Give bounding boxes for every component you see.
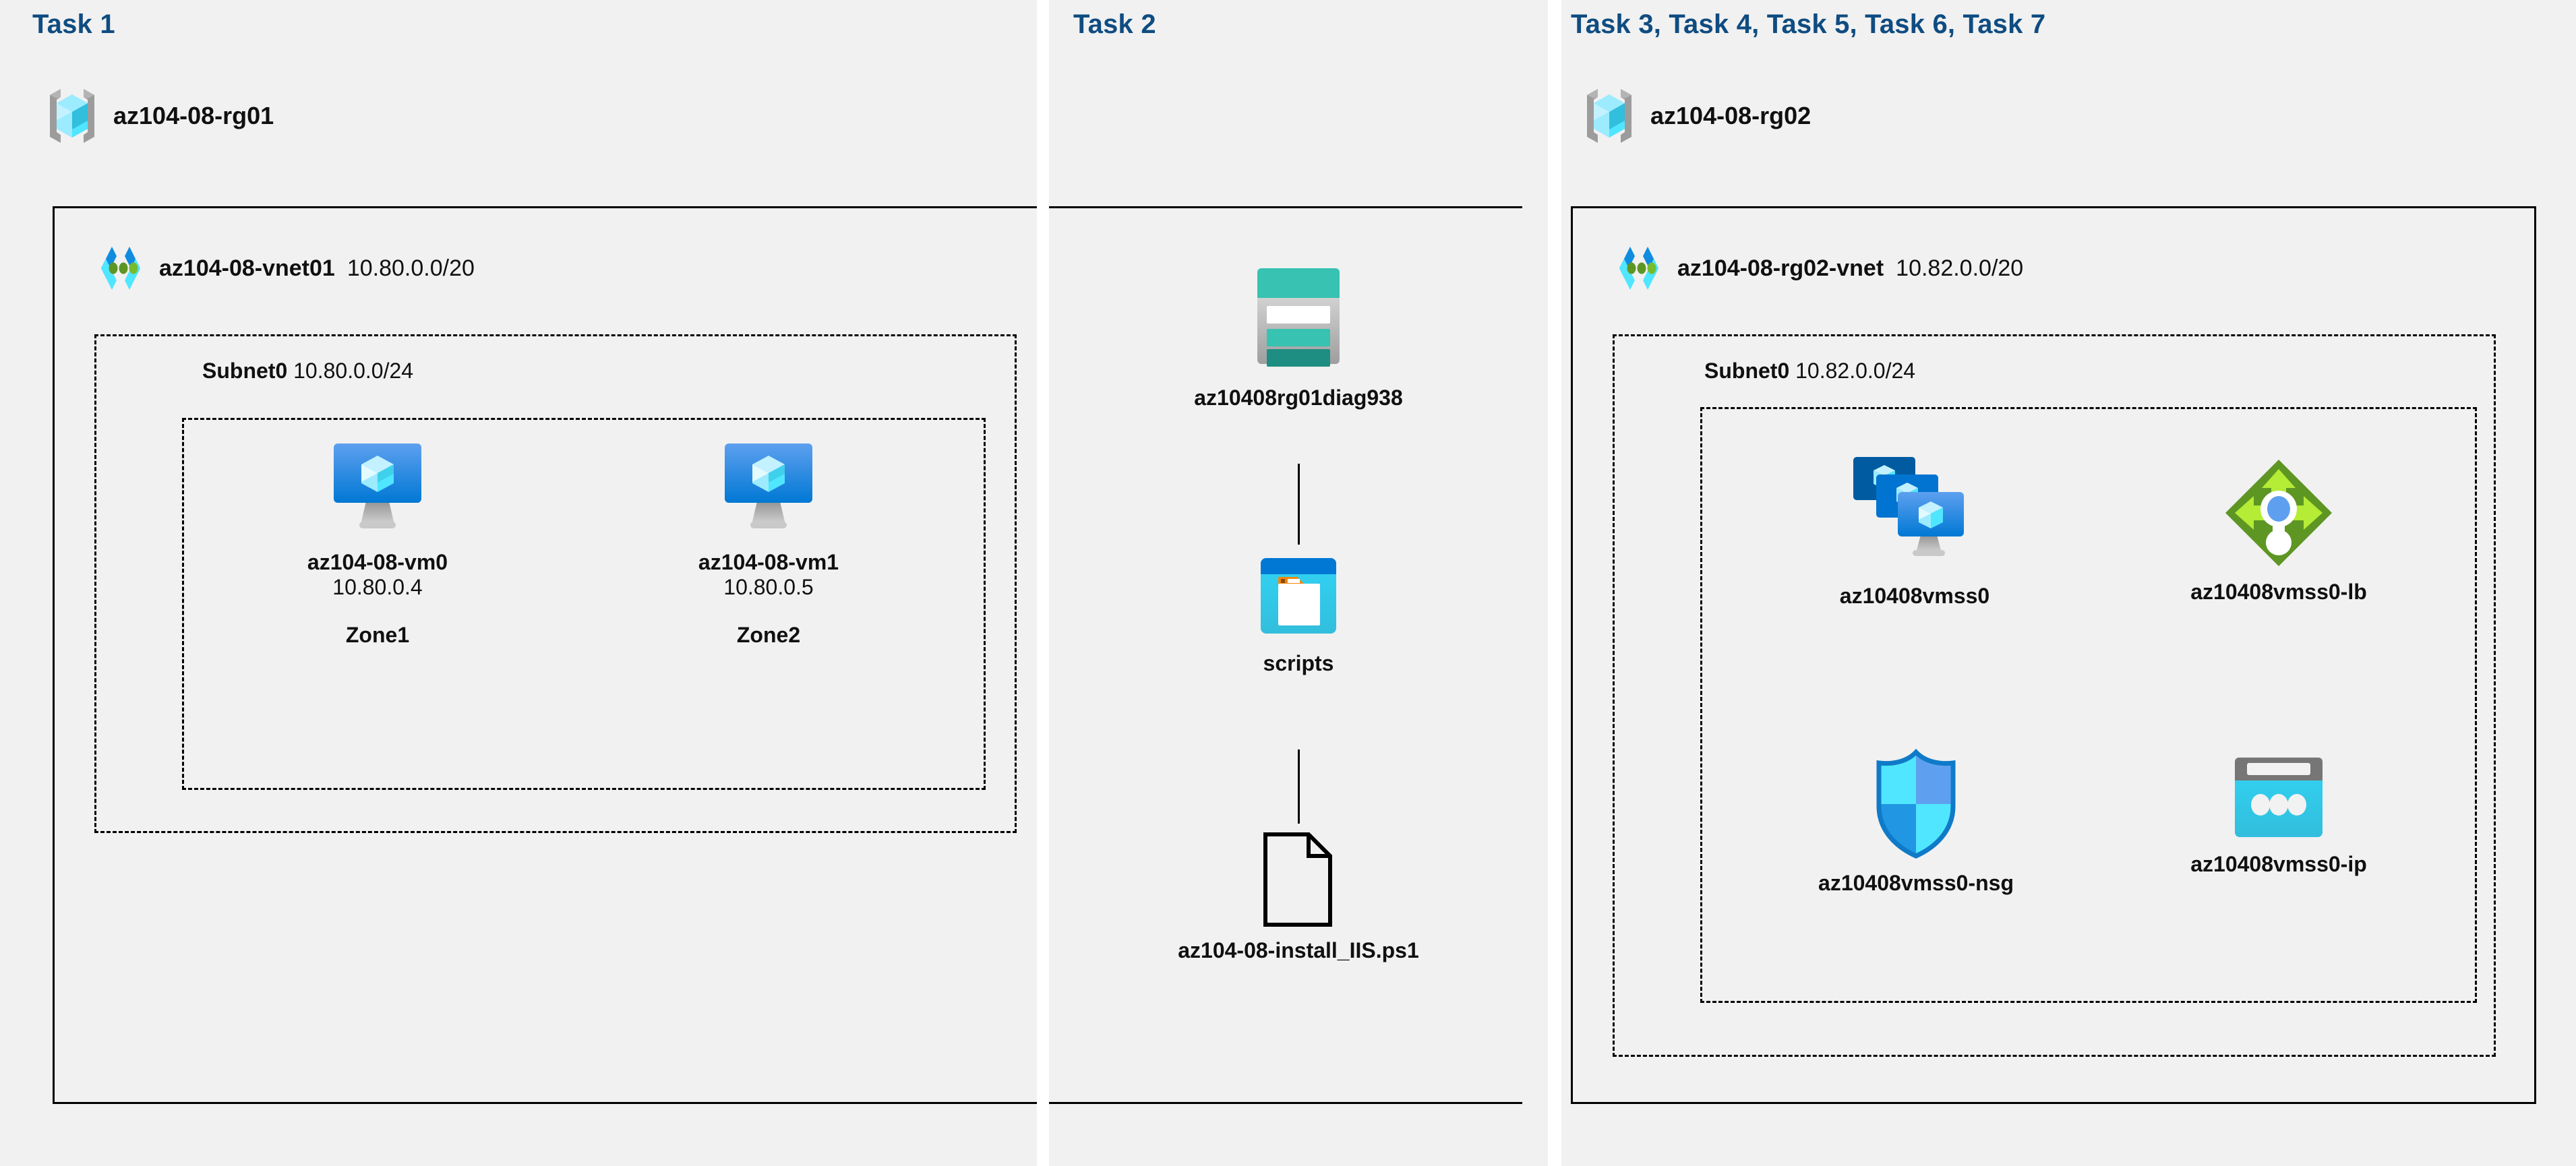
vm-name: az104-08-vm1 — [698, 550, 839, 574]
network-security-group-az10408vmss0-nsg[interactable]: az10408vmss0-nsg — [1747, 747, 2085, 896]
blob-container-name: scripts — [1263, 651, 1334, 675]
resource-group-az104-08-rg01: az104-08-rg01 — [46, 86, 274, 146]
vnet-header-az104-08-rg02-vnet: az104-08-rg02-vnet 10.82.0.0/20 — [1613, 244, 2023, 293]
script-file-icon — [1259, 830, 1338, 929]
resource-group-icon — [46, 86, 98, 146]
vnet-cidr: 10.80.0.0/20 — [347, 255, 475, 281]
panel-task-3-to-7 — [1561, 0, 2576, 1166]
subnet-boundary-left — [94, 334, 1017, 833]
vm-ip-address: 10.80.0.5 — [723, 575, 814, 599]
resource-group-name: az104-08-rg01 — [113, 102, 274, 129]
virtual-network-icon — [94, 244, 147, 293]
task-3-to-7-heading: Task 3, Task 4, Task 5, Task 6, Task 7 — [1571, 9, 2046, 39]
task-2-heading: Task 2 — [1073, 9, 1156, 39]
load-balancer-az10408vmss0-lb[interactable]: az10408vmss0-lb — [2117, 456, 2440, 605]
virtual-machine-icon — [718, 439, 819, 541]
blob-container-scripts[interactable]: scripts — [1197, 555, 1400, 676]
load-balancer-icon — [2221, 456, 2336, 570]
resource-group-icon — [1583, 86, 1636, 146]
vnet-name: az104-08-rg02-vnet — [1677, 255, 1884, 281]
vm-availability-zone: Zone1 — [345, 623, 410, 647]
storage-account-icon — [1241, 262, 1356, 376]
storage-account-az10408rg01diag938[interactable]: az10408rg01diag938 — [1096, 262, 1501, 410]
subnet-name: Subnet0 — [202, 359, 288, 383]
vm-scale-set-name: az10408vmss0 — [1839, 584, 1990, 608]
panel-task-1 — [0, 0, 1037, 1166]
vm-name: az104-08-vm0 — [307, 550, 448, 574]
virtual-machine-az104-08-vm1[interactable]: az104-08-vm1 10.80.0.5 Zone2 — [647, 439, 890, 648]
script-file-az104-08-install-iis[interactable]: az104-08-install_IIS.ps1 — [1076, 830, 1521, 963]
network-security-group-icon — [1865, 747, 1967, 861]
connector-storage-to-container — [1298, 464, 1300, 545]
resource-group-name: az104-08-rg02 — [1650, 102, 1811, 129]
vnet-name: az104-08-vnet01 — [159, 255, 335, 281]
load-balancer-name: az10408vmss0-lb — [2190, 580, 2367, 604]
column-gap-right — [1548, 0, 1561, 1166]
vm-ip-address: 10.80.0.4 — [332, 575, 423, 599]
vnet-boundary-az104-08-rg02-vnet — [1571, 206, 2536, 1104]
blob-container-icon — [1255, 555, 1342, 642]
column-gap-left — [1037, 0, 1049, 1166]
public-ip-address-name: az10408vmss0-ip — [2190, 852, 2367, 876]
vmss-resources-boundary — [1700, 407, 2477, 1003]
network-security-group-name: az10408vmss0-nsg — [1818, 871, 2014, 895]
storage-account-name: az10408rg01diag938 — [1194, 386, 1403, 410]
subnet-name: Subnet0 — [1704, 359, 1790, 383]
connector-container-to-file — [1298, 749, 1300, 824]
subnet-boundary-right — [1613, 334, 2496, 1057]
task-1-heading: Task 1 — [32, 9, 115, 39]
vm-scale-set-icon — [1851, 453, 1979, 574]
vm-scale-set-az10408vmss0[interactable]: az10408vmss0 — [1766, 453, 2063, 609]
public-ip-address-az10408vmss0-ip[interactable]: az10408vmss0-ip — [2130, 755, 2427, 877]
virtual-machine-az104-08-vm0[interactable]: az104-08-vm0 10.80.0.4 Zone1 — [256, 439, 499, 648]
vnet-header-az104-08-vnet01: az104-08-vnet01 10.80.0.0/20 — [94, 244, 475, 293]
subnet-cidr: 10.82.0.0/24 — [1795, 359, 1916, 383]
script-file-name: az104-08-install_IIS.ps1 — [1178, 938, 1419, 962]
vm-availability-zone: Zone2 — [736, 623, 801, 647]
subnet-label-right: Subnet0 10.82.0.0/24 — [1704, 359, 1915, 383]
availability-zones-boundary — [182, 418, 986, 790]
virtual-network-icon — [1613, 244, 1665, 293]
public-ip-address-icon — [2228, 755, 2329, 842]
subnet-cidr: 10.80.0.0/24 — [293, 359, 414, 383]
vnet-cidr: 10.82.0.0/20 — [1896, 255, 2024, 281]
subnet-label-left: Subnet0 10.80.0.0/24 — [202, 359, 413, 383]
virtual-machine-icon — [327, 439, 428, 541]
resource-group-az104-08-rg02: az104-08-rg02 — [1583, 86, 1811, 146]
